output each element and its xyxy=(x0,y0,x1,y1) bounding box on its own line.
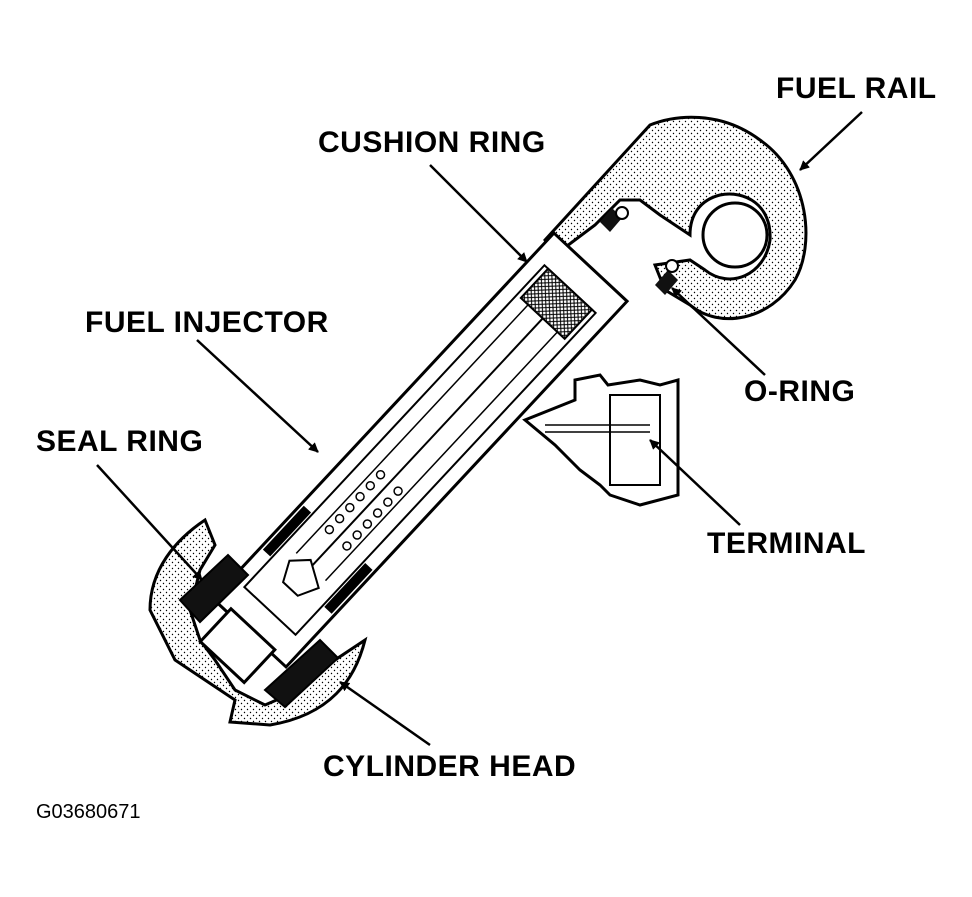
o-ring-shape xyxy=(655,259,679,295)
cushion-ring-shape xyxy=(600,206,629,232)
injector-body xyxy=(198,230,630,685)
leader-fuel-injector xyxy=(196,339,319,453)
o-ring-label: O-RING xyxy=(744,375,856,408)
terminal-label: TERMINAL xyxy=(707,527,866,560)
leader-cushion-ring xyxy=(429,164,528,263)
figure-code: G03680671 xyxy=(36,801,141,823)
leader-terminal xyxy=(649,439,741,526)
fuel-rail-label: FUEL RAIL xyxy=(776,72,937,105)
seal-ring-shape xyxy=(178,553,340,709)
leader-fuel-rail xyxy=(799,111,863,171)
leader-cylinder-head xyxy=(339,680,431,747)
leader-o-ring xyxy=(671,287,766,376)
leader-seal-ring xyxy=(96,464,203,581)
cylinder-head-label: CYLINDER HEAD xyxy=(323,750,577,783)
leader-lines xyxy=(96,111,863,747)
cushion-ring-label: CUSHION RING xyxy=(318,126,546,159)
fuel-injector-label: FUEL INJECTOR xyxy=(85,306,329,339)
seal-ring-label: SEAL RING xyxy=(36,425,204,458)
terminal-connector xyxy=(522,373,680,507)
